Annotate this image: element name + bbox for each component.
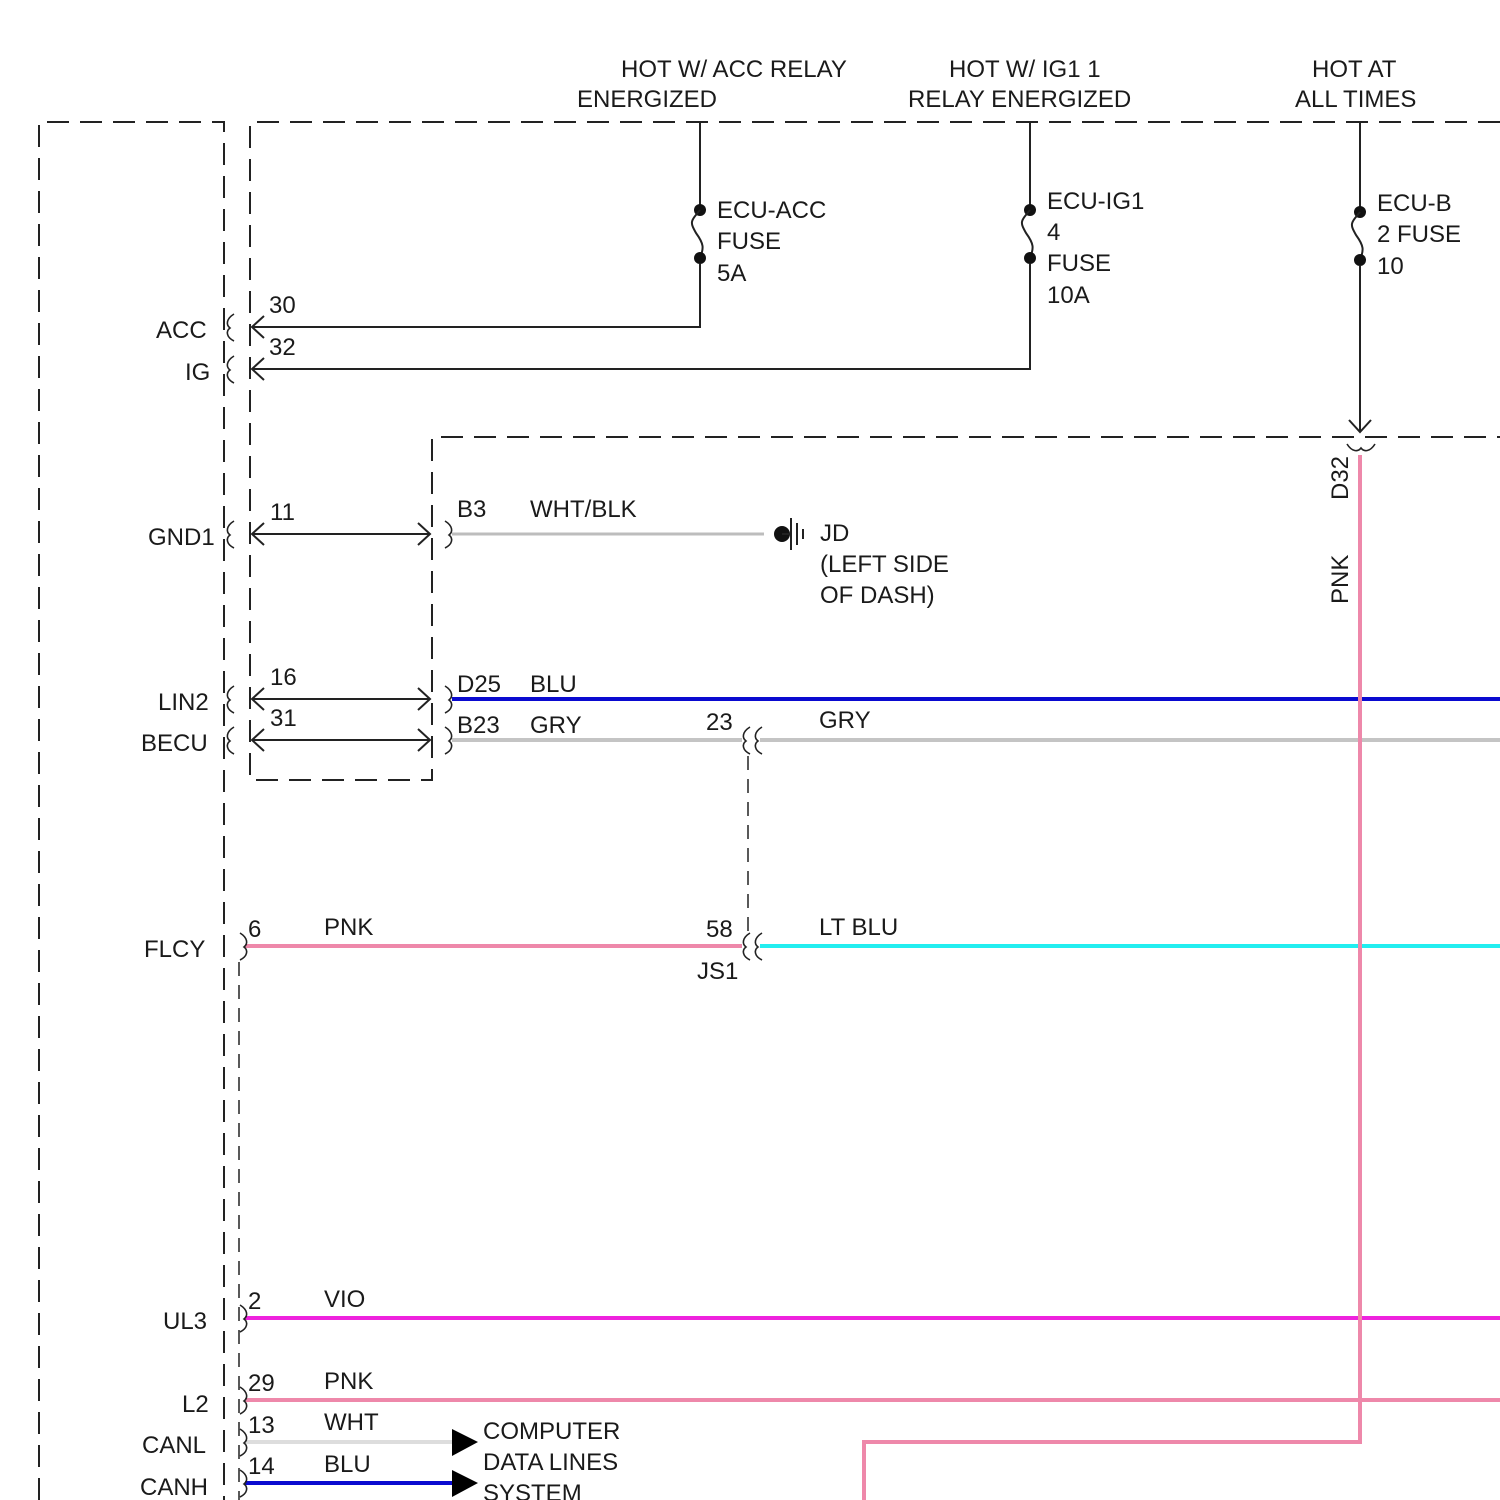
d25-connector (445, 686, 452, 713)
ecu-b-fuse-rating: 10 (1377, 253, 1404, 280)
ecu-ig1-fuse-name: ECU-IG1 (1047, 188, 1144, 215)
ecu-ig1-fuse-number: 4 (1047, 219, 1060, 246)
pin-gnd1-label: GND1 (148, 524, 215, 551)
ground-label-3: OF DASH) (820, 582, 935, 609)
pin-acc-label: ACC (156, 317, 207, 344)
js1-pin-23-label: 23 (706, 709, 733, 736)
gnd1-link-arrow (252, 523, 430, 545)
ground-label-2: (LEFT SIDE (820, 551, 949, 578)
wire-vio-label: VIO (324, 1286, 365, 1313)
wire-gry-label: GRY (530, 712, 582, 739)
pin-canh-label: CANH (140, 1474, 208, 1500)
pin-ig-number: 32 (269, 334, 296, 361)
wire-wht-label: WHT (324, 1409, 379, 1436)
hot-always-label-2: ALL TIMES (1295, 86, 1416, 113)
wire-blu-label: BLU (530, 671, 577, 698)
pin-l2-number: 29 (248, 1370, 275, 1397)
pin-lin2-label: LIN2 (158, 689, 209, 716)
wire-wht-blk-label: WHT/BLK (530, 496, 637, 523)
connector-d25-label: D25 (457, 671, 501, 698)
ecu-acc-fuse-icon (692, 204, 706, 264)
pin-becu-label: BECU (141, 730, 208, 757)
becu-pin-connector (227, 727, 234, 754)
wire-blu-canh-label: BLU (324, 1451, 371, 1478)
wire-pnk-label: PNK (324, 914, 373, 941)
pin-becu-number: 31 (270, 705, 297, 732)
data-lines-label-3: SYSTEM (483, 1480, 582, 1500)
connector-b3-label: B3 (457, 496, 486, 523)
l2-pin-connector (240, 1387, 247, 1414)
ig1-relay-label-1: HOT W/ IG1 1 (949, 56, 1101, 83)
pin-canl-number: 13 (248, 1412, 275, 1439)
d32-connector (1347, 444, 1375, 451)
js1-58-connector (743, 933, 762, 960)
pin-ig-label: IG (185, 359, 210, 386)
js1-pin-58-label: 58 (706, 916, 733, 943)
js1-label: JS1 (697, 958, 738, 985)
pin-ul3-number: 2 (248, 1288, 261, 1315)
pin-gnd1-number: 11 (270, 499, 295, 526)
wire-lt-blu-label: LT BLU (819, 914, 898, 941)
ecu-b-fuse-name: ECU-B (1377, 190, 1452, 217)
ig1-feed-wire (252, 122, 1030, 369)
ul3-pin-connector (240, 1305, 247, 1332)
ecu-ig1-fuse-rating: 10A (1047, 282, 1090, 309)
acc-relay-label-1: HOT W/ ACC RELAY (621, 56, 847, 83)
data-lines-label-2: DATA LINES (483, 1449, 618, 1476)
data-lines-label-1: COMPUTER (483, 1418, 620, 1445)
ground-label-1: JD (820, 520, 849, 547)
js1-23-connector (743, 727, 762, 754)
ig-pin-connector (227, 356, 234, 383)
ecu-outer-frame (250, 122, 1500, 780)
ig1-relay-label-2: RELAY ENERGIZED (908, 86, 1131, 113)
ecu-b-fuse-word: 2 FUSE (1377, 221, 1461, 248)
canh-data-arrow-icon (452, 1470, 478, 1497)
ecu-b-fuse-icon (1352, 206, 1366, 266)
b3-connector (445, 521, 452, 548)
acc-feed-wire (252, 122, 700, 327)
flcy-pin-connector (240, 933, 247, 960)
ecu-ig1-fuse-icon (1022, 204, 1036, 264)
canl-pin-connector (240, 1429, 247, 1456)
canl-data-arrow-icon (452, 1429, 478, 1456)
acc-relay-label-2: ENERGIZED (577, 86, 717, 113)
ground-icon (774, 518, 803, 550)
pin-flcy-label: FLCY (144, 936, 205, 963)
pin-lin2-number: 16 (270, 664, 297, 691)
pin-canh-number: 14 (248, 1453, 275, 1480)
wire-pnk-l2-label: PNK (324, 1368, 373, 1395)
wire-gry-out-label: GRY (819, 707, 871, 734)
pin-l2-label: L2 (182, 1391, 209, 1418)
gnd1-pin-connector (227, 521, 234, 548)
pin-canl-label: CANL (142, 1432, 206, 1459)
acc-pin-connector (227, 314, 234, 341)
lin2-pin-connector (227, 686, 234, 713)
canh-pin-connector (240, 1470, 247, 1497)
connector-d32-label: D32 (1327, 456, 1354, 500)
pin-acc-number: 30 (269, 292, 296, 319)
ecu-acc-fuse-word: FUSE (717, 228, 781, 255)
connector-b23-label: B23 (457, 712, 500, 739)
ecu-ig1-fuse-word: FUSE (1047, 250, 1111, 277)
wire-pnk-vertical-label: PNK (1327, 555, 1354, 604)
b23-connector (445, 727, 452, 754)
pin-flcy-number: 6 (248, 916, 261, 943)
wire-pnk-vertical (864, 455, 1360, 1500)
ecu-acc-fuse-name: ECU-ACC (717, 197, 826, 224)
hot-always-label-1: HOT AT (1312, 56, 1397, 83)
becu-link-arrow (252, 729, 430, 751)
pin-ul3-label: UL3 (163, 1308, 207, 1335)
ecu-acc-fuse-rating: 5A (717, 260, 746, 287)
